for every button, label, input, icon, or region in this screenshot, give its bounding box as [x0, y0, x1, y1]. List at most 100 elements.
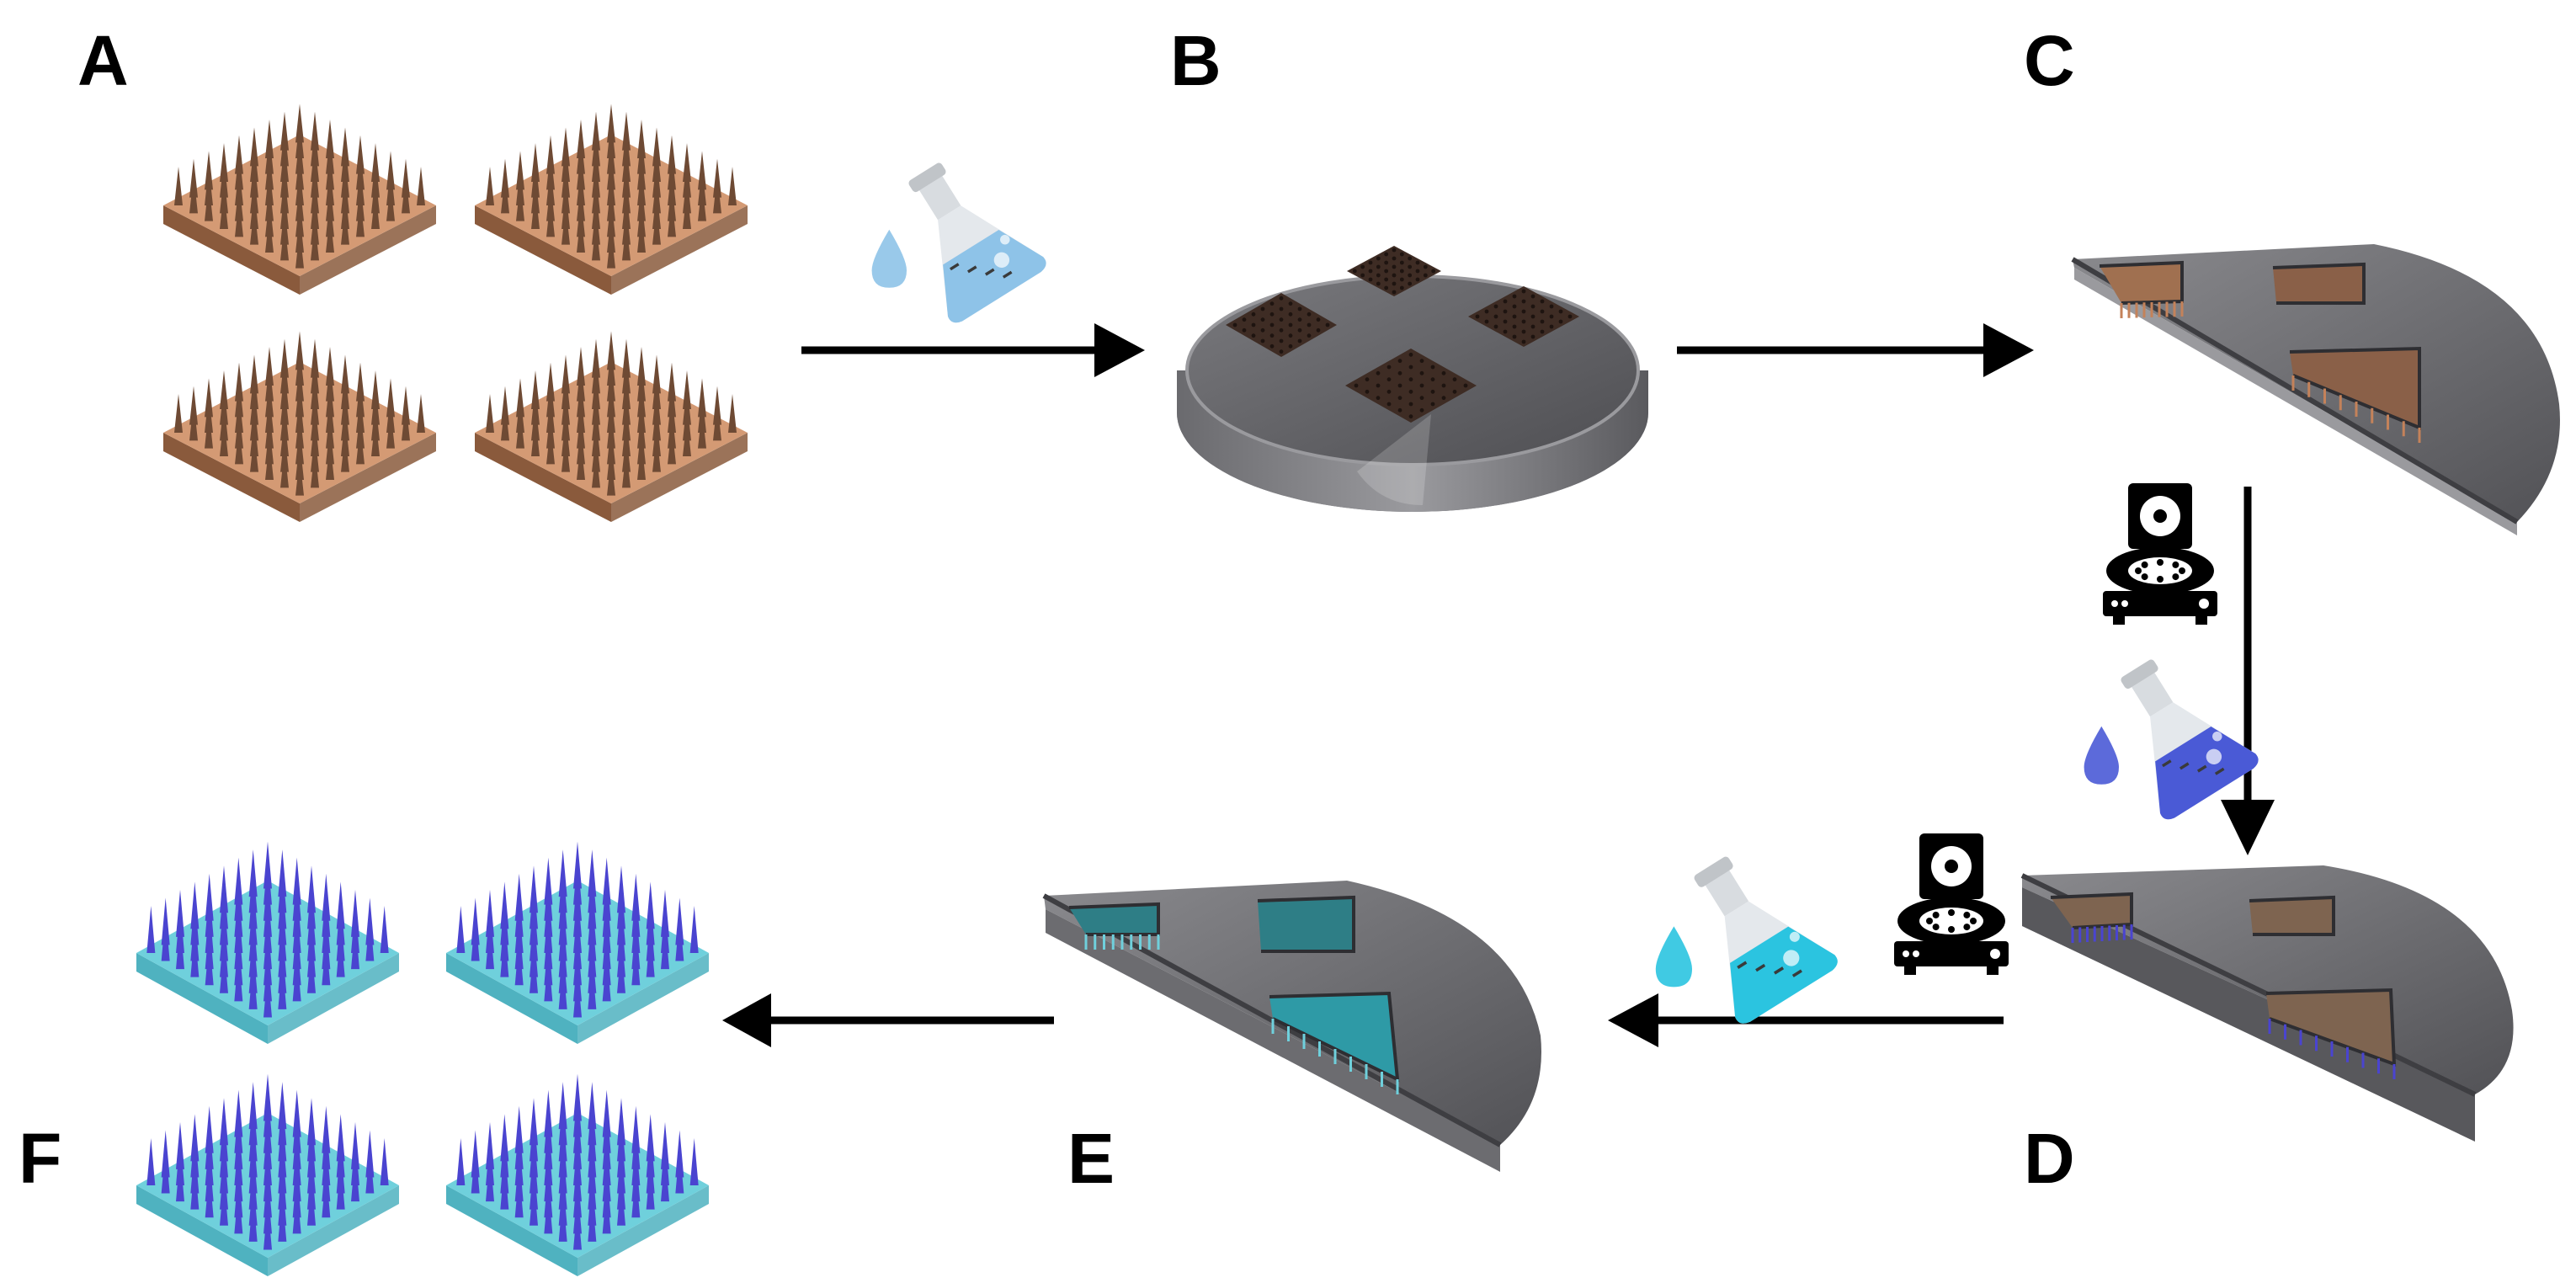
needle [637, 441, 646, 480]
needle [530, 1178, 538, 1226]
cavity-hole [1288, 301, 1293, 306]
cavity-hole [1232, 322, 1237, 327]
needle [675, 1146, 684, 1194]
needle [486, 394, 494, 433]
needle [588, 1194, 597, 1242]
needle [161, 1146, 170, 1194]
needle [380, 1138, 389, 1185]
needle [205, 182, 213, 221]
microneedle-array-group [136, 841, 709, 1276]
cavity-e-left [1068, 902, 1160, 950]
cavity-hole [1540, 309, 1545, 314]
cavity-d-right [2249, 895, 2335, 936]
cavity-hole [1408, 402, 1413, 407]
cavity-c-left [2099, 260, 2184, 318]
cavity-hole [1397, 359, 1402, 364]
needle [668, 198, 676, 237]
needle [588, 961, 597, 1009]
cavity-hole [1540, 329, 1545, 334]
needle [341, 433, 349, 472]
cavity-hole [1475, 314, 1480, 319]
needle [220, 418, 228, 456]
cavity-hole [1397, 383, 1402, 388]
cavity-hole [1376, 256, 1381, 261]
needle [307, 945, 316, 993]
cavity-hole [1279, 295, 1284, 301]
needle [220, 945, 228, 993]
needle [661, 1154, 669, 1202]
cavity-hole [1297, 338, 1302, 343]
cavity-hole [1408, 365, 1413, 370]
cavity-hole [1376, 383, 1381, 388]
cavity-hole [1493, 324, 1498, 329]
needle [295, 229, 304, 269]
needle [263, 1202, 272, 1250]
cavity-hole [1251, 322, 1256, 327]
cavity-hole [1368, 260, 1373, 265]
cavity-hole [1376, 264, 1381, 269]
needle [365, 913, 375, 961]
needle [544, 1186, 553, 1234]
cavity-hole [1430, 377, 1435, 382]
cavity-hole [1503, 329, 1508, 334]
cavity-hole [1463, 383, 1468, 388]
cavity-hole [1512, 334, 1517, 339]
panel-label-c: C [2024, 21, 2075, 100]
cavity-hole [1307, 311, 1312, 317]
needle [602, 1186, 611, 1234]
needle [176, 922, 184, 970]
cavity-hole [1423, 273, 1428, 278]
cavity-hole [1512, 294, 1517, 299]
cavity-hole [1431, 269, 1436, 274]
cavity-hole [1408, 389, 1413, 394]
needle [713, 174, 721, 214]
needle [336, 1162, 345, 1210]
needle [235, 198, 243, 237]
master-array-group [163, 104, 748, 522]
cavity-hole [1392, 248, 1397, 253]
microneedle-array-top-left [136, 841, 399, 1044]
cavity-hole [1521, 289, 1526, 294]
needle [351, 1154, 359, 1202]
needle [573, 1202, 582, 1250]
cavity-hole [1384, 252, 1389, 257]
needle [336, 929, 345, 977]
needle [351, 922, 359, 970]
cavity-c-bottom [2289, 346, 2421, 443]
needle [675, 913, 684, 961]
cavity-hole [1251, 311, 1256, 317]
needle [356, 425, 365, 465]
needle [365, 1146, 375, 1194]
cavity-c-right [2272, 262, 2366, 305]
cavity-hole [1549, 314, 1554, 319]
needle [531, 418, 540, 456]
cavity-right [1468, 286, 1579, 347]
cavity-hole [1521, 299, 1526, 304]
cavity-hole [1521, 339, 1526, 344]
cavity-hole [1441, 370, 1446, 375]
cavity-hole [1384, 285, 1389, 290]
needle [558, 1194, 567, 1242]
cavity-hole [1493, 314, 1498, 319]
needle [174, 167, 183, 205]
master-array-bottom-right [475, 331, 748, 522]
cavity-hole [1419, 407, 1424, 413]
needle [292, 954, 301, 1002]
needle [417, 167, 425, 205]
needle [668, 425, 676, 465]
needle [631, 938, 641, 986]
needle [530, 945, 538, 993]
cavity-hole [1512, 304, 1517, 309]
half-mold-bronze-cavities [2099, 260, 2421, 443]
needle [501, 174, 509, 214]
cavity-e-bottom [1269, 991, 1400, 1094]
half-mold-blue-cavities [2050, 892, 2397, 1079]
cavity-hole [1376, 370, 1381, 375]
needle [617, 1178, 625, 1226]
needle [307, 1178, 316, 1226]
cavity-hole [1269, 343, 1275, 349]
cavity-hole [1386, 365, 1392, 370]
cavity-hole [1392, 256, 1397, 261]
cavity-hole [1297, 317, 1302, 322]
